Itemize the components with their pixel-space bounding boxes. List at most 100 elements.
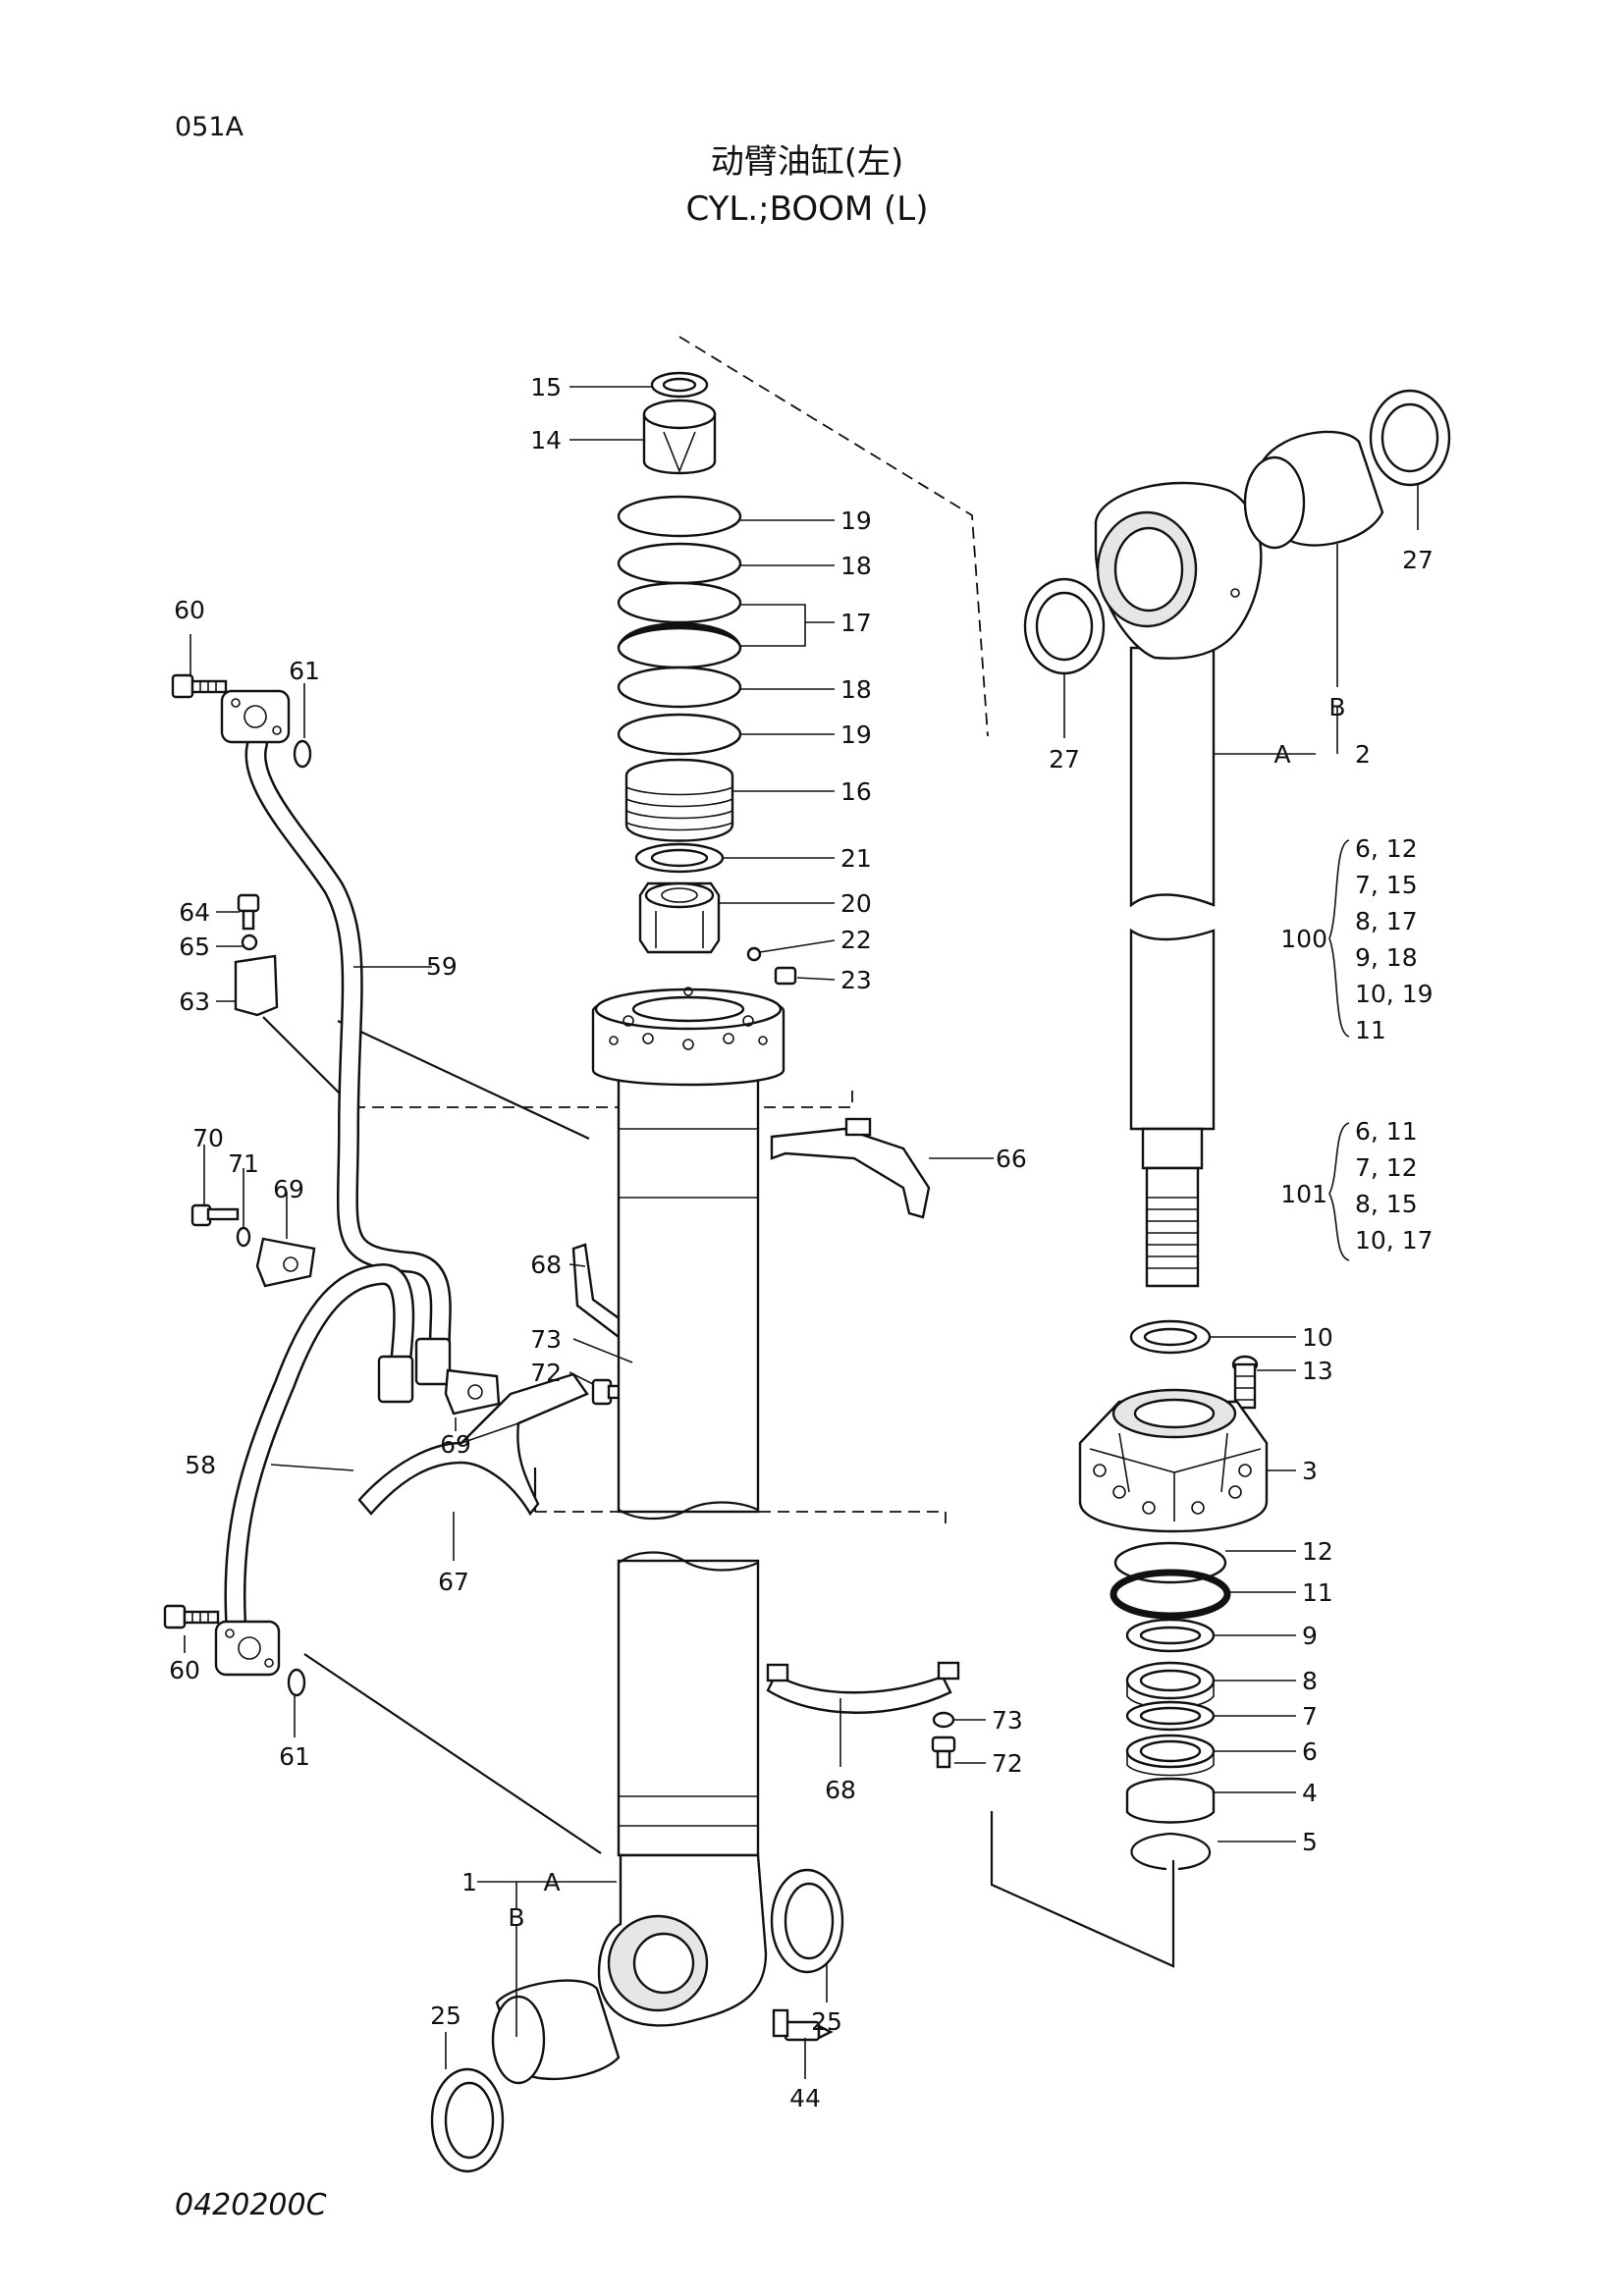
callout-25-right: 25 (811, 2007, 842, 2036)
seal-25-left (430, 2067, 505, 2173)
ball-22 (746, 946, 762, 962)
kit-101-number: 101 (1280, 1180, 1327, 1208)
kit-100-line: 8, 17 (1355, 907, 1418, 935)
callout-58: 58 (185, 1451, 216, 1479)
callout-8: 8 (1302, 1667, 1318, 1695)
callout-68-upper: 68 (530, 1251, 562, 1279)
marker-b-upper: B (1328, 693, 1345, 721)
ring-19-upper (617, 495, 742, 538)
callout-70: 70 (192, 1124, 224, 1152)
callout-16: 16 (840, 777, 872, 806)
ring-18-upper (617, 542, 742, 585)
flange-upper (220, 689, 291, 744)
kit-100-number: 100 (1280, 925, 1327, 953)
assembly-guide-line (303, 1653, 602, 1854)
assembly-guide-line (535, 1511, 947, 1529)
bolt-60-lower (163, 1604, 220, 1629)
callout-21: 21 (840, 844, 872, 873)
seal-27-upper (1369, 389, 1451, 487)
piston-rod-2 (1094, 481, 1263, 1288)
kit-100: 100 6, 12 7, 15 8, 17 9, 18 10, 19 11 (1280, 834, 1433, 1044)
callout-23: 23 (840, 966, 872, 994)
callout-61-upper: 61 (289, 657, 320, 685)
callout-9: 9 (1302, 1622, 1318, 1650)
callout-60-upper: 60 (174, 596, 205, 624)
page-code: 051A (175, 112, 244, 142)
kit-101-line: 6, 11 (1355, 1117, 1418, 1146)
pipe-59 (244, 733, 452, 1386)
kit-100-line: 9, 18 (1355, 943, 1418, 972)
ring-18-lower (617, 666, 742, 709)
callout-5: 5 (1302, 1828, 1318, 1856)
pipe-58 (224, 1262, 415, 1630)
set-screw-23 (774, 966, 797, 986)
band-67 (357, 1372, 589, 1517)
callout-20: 20 (840, 889, 872, 918)
marker-a-lower: A (543, 1868, 560, 1896)
o-ring-11 (1110, 1569, 1231, 1620)
washer-71 (236, 1226, 251, 1248)
washer-73-lower (932, 1711, 955, 1729)
callout-11: 11 (1302, 1578, 1333, 1607)
assembly-guide-line (353, 1088, 853, 1108)
band-68-lower (766, 1661, 960, 1714)
o-ring-61-upper (293, 739, 312, 769)
title-chinese: 动臂油缸(左) (711, 142, 904, 182)
kit-101: 101 6, 11 7, 12 8, 15 10, 17 (1280, 1117, 1433, 1255)
callout-61-lower: 61 (279, 1742, 310, 1771)
grease-fitting-44 (772, 2008, 834, 2042)
cylinder-head-3 (1078, 1388, 1269, 1533)
bolt-60-upper (171, 673, 228, 699)
callout-labels: 15 14 19 18 17 18 19 16 21 20 22 23 60 6… (169, 373, 1434, 2112)
callout-17: 17 (840, 609, 872, 637)
bracket-63 (234, 954, 279, 1017)
ring-19-lower (617, 713, 742, 756)
seal-8 (1125, 1661, 1216, 1709)
callout-68-lower: 68 (825, 1776, 856, 1804)
marker-a-upper: A (1273, 740, 1290, 769)
title-english: CYL.;BOOM (L) (686, 189, 929, 229)
ring-6 (1125, 1734, 1216, 1777)
callout-12: 12 (1302, 1537, 1333, 1566)
bolt-64 (237, 893, 260, 931)
marker-b-lower: B (508, 1903, 524, 1932)
assembly-guide-line (337, 1020, 590, 1140)
callout-7: 7 (1302, 1702, 1318, 1731)
callout-22: 22 (840, 926, 872, 954)
callout-27-lower: 27 (1049, 745, 1080, 774)
callout-2: 2 (1355, 740, 1371, 769)
leader-lines (184, 386, 1419, 2079)
washer-65 (241, 934, 258, 951)
callout-69-upper: 69 (273, 1175, 304, 1203)
seal-10 (1129, 1319, 1212, 1355)
seal-25-right (770, 1868, 844, 1974)
kit-100-line: 11 (1355, 1016, 1386, 1044)
callout-60-lower: 60 (169, 1656, 200, 1684)
callout-67: 67 (438, 1568, 469, 1596)
seal-17 (617, 581, 742, 669)
callout-66: 66 (996, 1145, 1027, 1173)
callout-73-upper: 73 (530, 1325, 562, 1354)
callout-63: 63 (179, 988, 210, 1016)
callout-73-lower: 73 (992, 1706, 1023, 1735)
kit-100-line: 6, 12 (1355, 834, 1418, 863)
kit-100-line: 10, 19 (1355, 980, 1434, 1008)
callout-59: 59 (426, 952, 458, 981)
bolt-13 (1231, 1355, 1259, 1410)
bushing-14 (642, 399, 717, 475)
kit-101-line: 10, 17 (1355, 1226, 1434, 1255)
cylinder-tube-1 (591, 987, 785, 2027)
band-66 (770, 1117, 931, 1219)
bushing-upper-right (1243, 430, 1384, 550)
clamp-69-left (255, 1237, 316, 1288)
callout-44: 44 (789, 2084, 821, 2112)
callout-6: 6 (1302, 1737, 1318, 1766)
callout-72-lower: 72 (992, 1749, 1023, 1778)
ring-21 (634, 842, 725, 874)
o-ring-61-lower (287, 1668, 306, 1697)
wiper-15 (650, 371, 709, 399)
document-number: 0420200C (175, 2188, 327, 2222)
bushing-lower (491, 1979, 621, 2085)
assembly-guide-line (678, 336, 989, 737)
